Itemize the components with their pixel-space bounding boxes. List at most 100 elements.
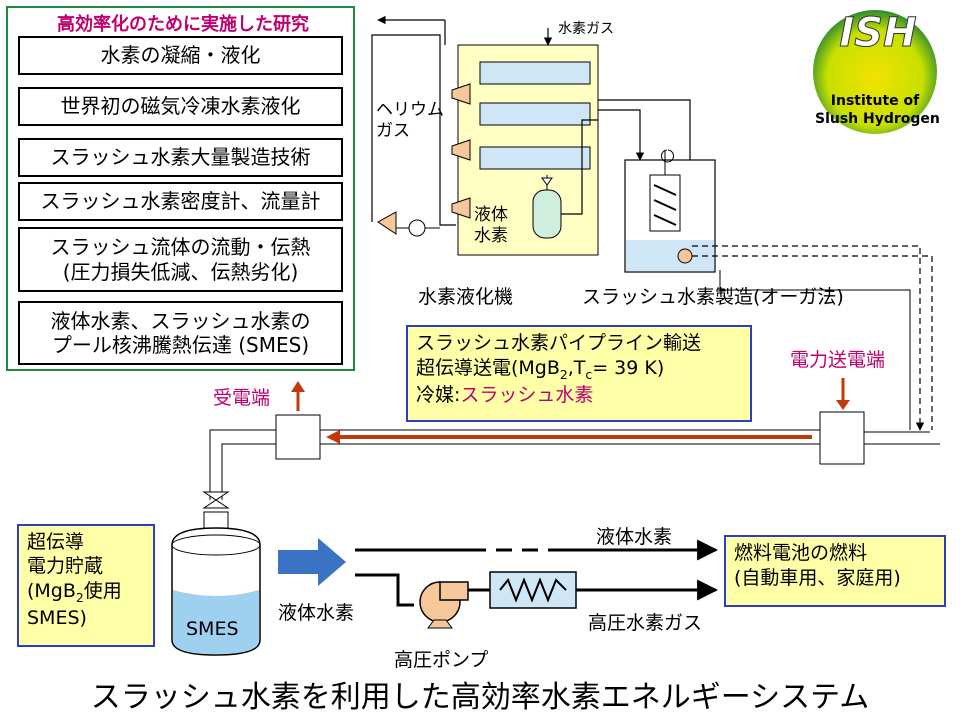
superconducting-line [202, 378, 940, 509]
turbine-3 [451, 197, 471, 219]
liquid-hydrogen-flow-label: 液体水素 [596, 526, 673, 548]
research-item-density-flow-meter: スラッシュ水素密度計、流量計 [18, 182, 343, 221]
pump-base [427, 619, 453, 629]
fuel-cell-callout: 燃料電池の燃料 (自動車用、家庭用) [724, 535, 946, 607]
vaporizer [489, 571, 577, 609]
receive-terminal [275, 414, 321, 460]
logo-mark: ISH [839, 10, 916, 56]
pipeline-line2-sub: 2 [559, 367, 568, 382]
smes-callout-line-3: (MgB2使用 [27, 579, 145, 607]
helium-compressor [377, 211, 397, 235]
pipeline-line2-prefix: 超伝導送電(MgB [416, 356, 560, 379]
liquid-hydrogen-supply-label: 液体水素 [278, 602, 355, 624]
pipeline-callout: スラッシュ水素パイプライン輸送 超伝導送電(MgB2,Tc= 39 K) 冷媒:… [406, 325, 752, 422]
slush-pipeline-route [692, 245, 933, 431]
smes-line3-prefix: (MgB [27, 579, 76, 602]
hydrogen-gas-label: 水素ガス [558, 21, 614, 37]
research-item-mass-production: スラッシュ水素大量製造技術 [18, 138, 343, 177]
research-item-sublabel: (圧力損失低減、伝熱劣化) [62, 259, 299, 284]
pipeline-line2-suffix: = 39 K) [592, 356, 665, 379]
research-item-flow-heat-transfer: スラッシュ流体の流動・伝熱 (圧力損失低減、伝熱劣化) [18, 227, 343, 292]
research-item-label: スラッシュ水素密度計、流量計 [40, 189, 321, 214]
lh2-tank [532, 189, 562, 239]
research-title: 高効率化のために実施した研究 [57, 14, 309, 35]
research-item-label: スラッシュ水素大量製造技術 [50, 145, 311, 170]
receive-arrow-head [291, 381, 305, 392]
research-panel: 高効率化のために実施した研究 水素の凝縮・液化 世界初の磁気冷凍水素液化 スラッ… [6, 6, 355, 371]
slush-level [626, 240, 714, 271]
pipeline-callout-line-1: スラッシュ水素パイプライン輸送 [416, 332, 702, 354]
research-item-label: スラッシュ流体の流動・伝熱 [50, 235, 311, 260]
lh2-tank-label: 液体 水素 [474, 205, 508, 248]
pipeline-down-1 [692, 245, 925, 431]
slush-production-label: スラッシュ水素製造(オーガ法) [582, 286, 844, 308]
auger-rotation-mark [661, 149, 674, 163]
helium-gas-label-line-2: ガス [376, 121, 410, 142]
logo-line-2: Slush Hydrogen [815, 111, 940, 128]
hydrogen-liquefier [371, 15, 691, 256]
power-flow-head [326, 430, 340, 444]
turbine-2 [451, 139, 471, 161]
pipeline-line3-prefix: 冷媒: [416, 383, 461, 406]
fuel-callout-line-2: (自動車用、家庭用) [734, 566, 901, 589]
smes-callout-line-2: 電力貯蔵 [27, 555, 104, 578]
research-item-pool-boiling: 液体水素、スラッシュ水素の プール核沸騰熱伝達 (SMES) [18, 301, 343, 365]
supply-arrow [278, 538, 346, 586]
smes-feed-outer [209, 429, 276, 500]
smes-callout-line-4: SMES) [27, 607, 87, 630]
smes-line3-sub: 2 [75, 590, 84, 605]
send-arrow-head [836, 400, 850, 410]
high-pressure-gas-label: 高圧水素ガス [588, 612, 703, 634]
research-item-sublabel: プール核沸騰熱伝達 (SMES) [51, 333, 310, 357]
distribution [278, 538, 719, 629]
pipeline-line3-accent: スラッシュ水素 [460, 383, 594, 406]
heat-exchanger-3 [479, 146, 591, 170]
lh2-tank-label-line-2: 水素 [474, 226, 508, 247]
pump-outlet [439, 581, 469, 601]
turbine-1 [451, 83, 471, 105]
main-title: スラッシュ水素を利用した高効率水素エネルギーシステム [90, 680, 870, 715]
helium-loop-line [371, 34, 456, 226]
helium-gas-label-line-1: ヘリウム [376, 100, 444, 120]
pump-inlet-line [355, 573, 414, 607]
helium-gas-label: ヘリウム ガス [376, 100, 444, 143]
logo-circle [813, 10, 937, 134]
pipeline-return [719, 270, 911, 430]
tank-rim [171, 534, 261, 556]
lh2-transfer-line [598, 109, 645, 161]
lh2-tank-label-line-1: 液体 [474, 205, 508, 225]
research-item-magnetic-refrigeration: 世界初の磁気冷凍水素液化 [18, 87, 343, 126]
power-receive-label: 受電端 [213, 387, 271, 409]
high-pressure-pump-label: 高圧ポンプ [394, 649, 489, 671]
fuel-callout-line-1: 燃料電池の燃料 [734, 542, 868, 564]
smes-feed-inner [221, 443, 276, 500]
auger-cylinder [649, 174, 681, 232]
pipeline-callout-line-2: 超伝導送電(MgB2,Tc= 39 K) [416, 356, 742, 383]
liquefier-label: 水素液化機 [418, 286, 514, 308]
heat-exchanger-2 [479, 102, 591, 126]
pipeline-down-2 [692, 255, 933, 430]
smes-tank-group [171, 511, 261, 656]
ish-logo: ISH [813, 10, 937, 134]
tank-neck [203, 511, 229, 529]
research-item-label: 世界初の磁気冷凍水素液化 [60, 94, 301, 119]
tank-valve [541, 177, 553, 186]
slush-production-vessel [624, 149, 716, 273]
vaporizer-coil [499, 577, 567, 603]
send-terminal [819, 411, 865, 465]
smes-callout-line-1: 超伝導 [27, 531, 85, 553]
smes-liquid [173, 590, 259, 654]
power-send-label: 電力送電端 [790, 349, 886, 371]
heat-exchanger-1 [479, 61, 591, 85]
helium-cooler [408, 219, 426, 237]
research-item-label: 液体水素、スラッシュ水素の [50, 308, 311, 333]
slush-transfer-pump [677, 248, 693, 264]
pipeline-callout-line-3: 冷媒:スラッシュ水素 [416, 383, 742, 408]
research-item-condensation: 水素の凝縮・液化 [18, 36, 343, 75]
smes-tank-label: SMES [186, 618, 239, 640]
pipeline-line2-mid: ,T [567, 356, 586, 379]
research-item-label: 水素の凝縮・液化 [100, 43, 261, 68]
smes-callout: 超伝導 電力貯蔵 (MgB2使用 SMES) [17, 524, 155, 647]
pipeline-line2-subc: c [585, 367, 593, 382]
